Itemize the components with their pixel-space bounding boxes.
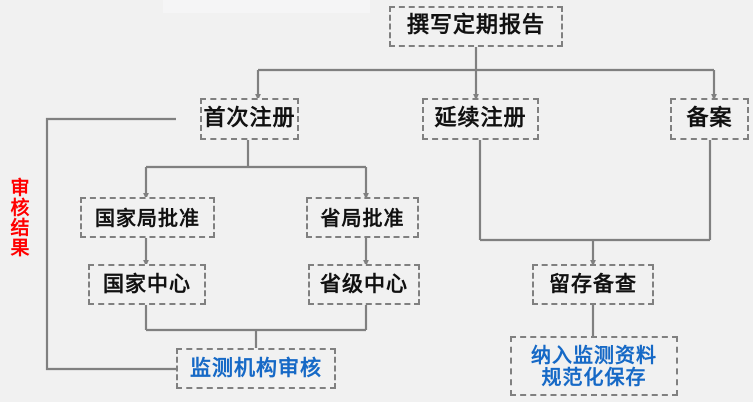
node-agency-review-label: 监测机构审核 — [190, 355, 322, 380]
node-archive-standardized-storage[interactable]: 纳入监测资料 规范化保存 — [510, 336, 678, 396]
node-filing[interactable]: 备案 — [670, 98, 749, 140]
edge-review-feedback-loop — [45, 117, 176, 371]
node-retain-for-inspection-label: 留存备查 — [549, 271, 637, 296]
node-renewal-registration[interactable]: 延续注册 — [422, 98, 539, 140]
node-retain-for-inspection[interactable]: 留存备查 — [532, 264, 654, 305]
node-archive-line-1: 纳入监测资料 — [531, 343, 657, 367]
node-first-registration[interactable]: 首次注册 — [200, 98, 299, 140]
node-first-registration-label: 首次注册 — [203, 105, 296, 131]
node-national-center[interactable]: 国家中心 — [88, 264, 206, 305]
node-archive-line-2: 规范化保存 — [541, 365, 647, 389]
node-agency-review[interactable]: 监测机构审核 — [176, 348, 336, 389]
node-national-center-label: 国家中心 — [103, 271, 191, 296]
node-national-bureau-approval-label: 国家局批准 — [95, 205, 200, 230]
node-provincial-center-label: 省级中心 — [320, 271, 408, 296]
top-white-strip — [163, 0, 370, 13]
node-renewal-registration-label: 延续注册 — [434, 105, 527, 131]
node-national-bureau-approval[interactable]: 国家局批准 — [80, 197, 215, 238]
node-report-label: 撰写定期报告 — [406, 13, 545, 39]
node-filing-label: 备案 — [686, 105, 733, 131]
side-label-review-result: 审核结果 — [10, 177, 30, 260]
node-provincial-bureau-approval[interactable]: 省局批准 — [306, 197, 419, 238]
node-provincial-bureau-approval-label: 省局批准 — [320, 205, 405, 230]
node-report[interactable]: 撰写定期报告 — [389, 6, 563, 47]
node-provincial-center[interactable]: 省级中心 — [308, 264, 420, 305]
